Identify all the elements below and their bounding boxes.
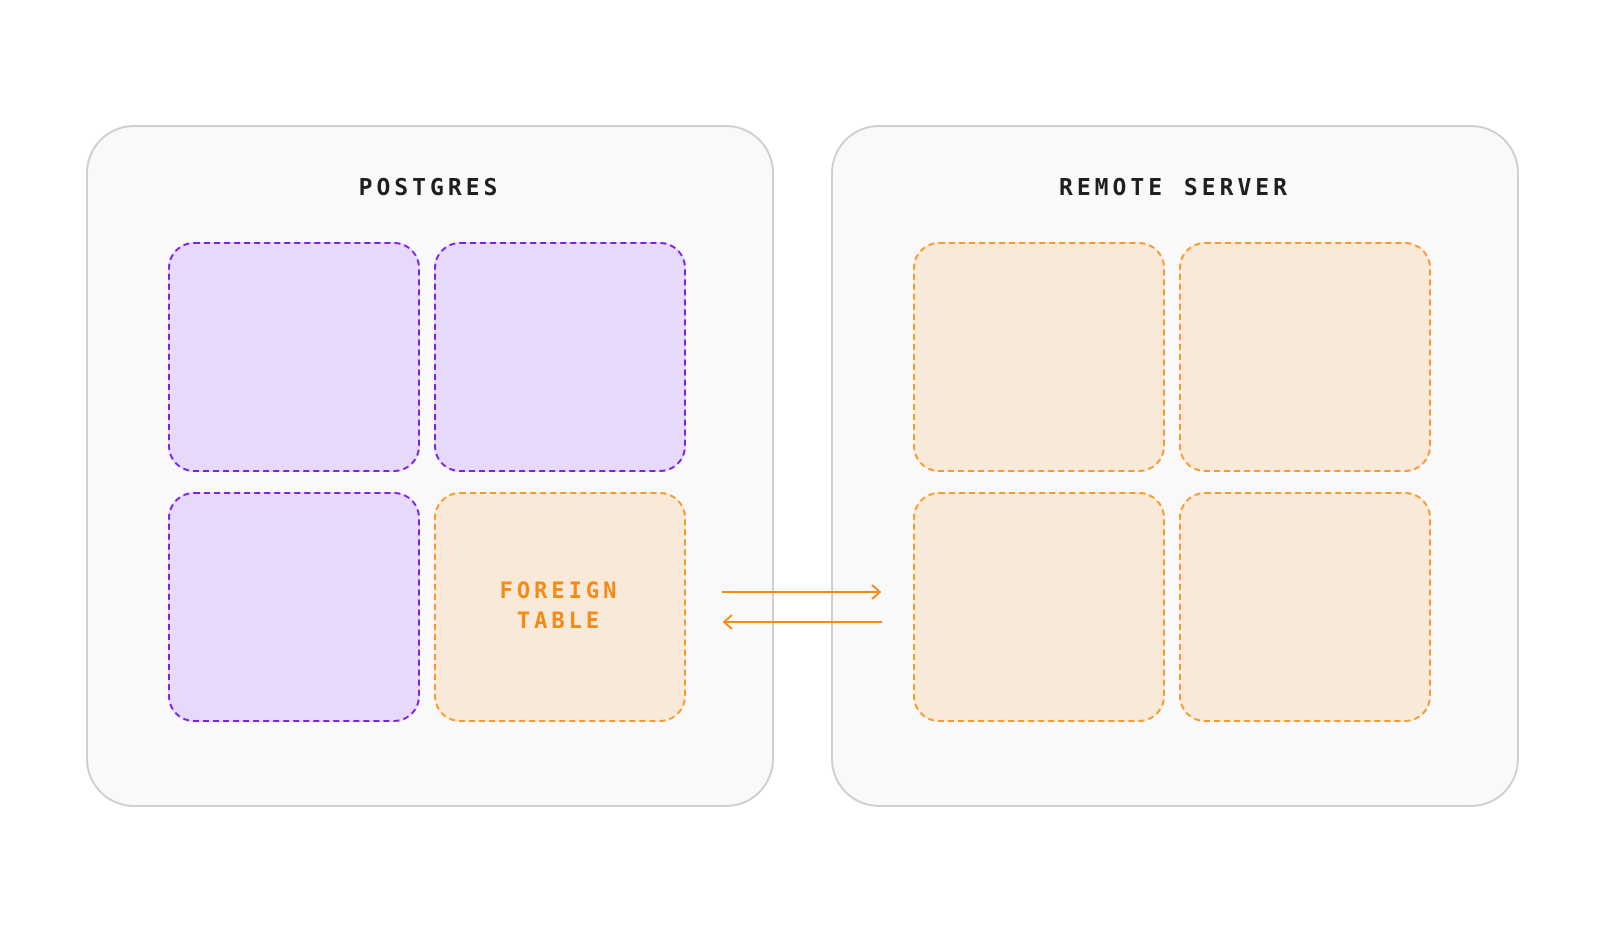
sync-arrows [722,584,882,630]
arrow-left-icon [723,614,882,630]
postgres-table-3 [168,492,420,722]
arrow-right-icon [722,584,881,600]
foreign-table: FOREIGN TABLE [434,492,686,722]
postgres-title: POSTGRES [358,175,502,201]
postgres-table-1 [168,242,420,472]
postgres-panel: POSTGRES FOREIGN TABLE [86,125,774,807]
postgres-table-2 [434,242,686,472]
remote-server-title: REMOTE SERVER [1058,175,1291,201]
remote-table-4 [1179,492,1431,722]
foreign-table-label: FOREIGN TABLE [499,579,621,634]
remote-table-2 [1179,242,1431,472]
remote-server-panel: REMOTE SERVER [831,125,1519,807]
remote-table-3 [913,492,1165,722]
remote-table-1 [913,242,1165,472]
